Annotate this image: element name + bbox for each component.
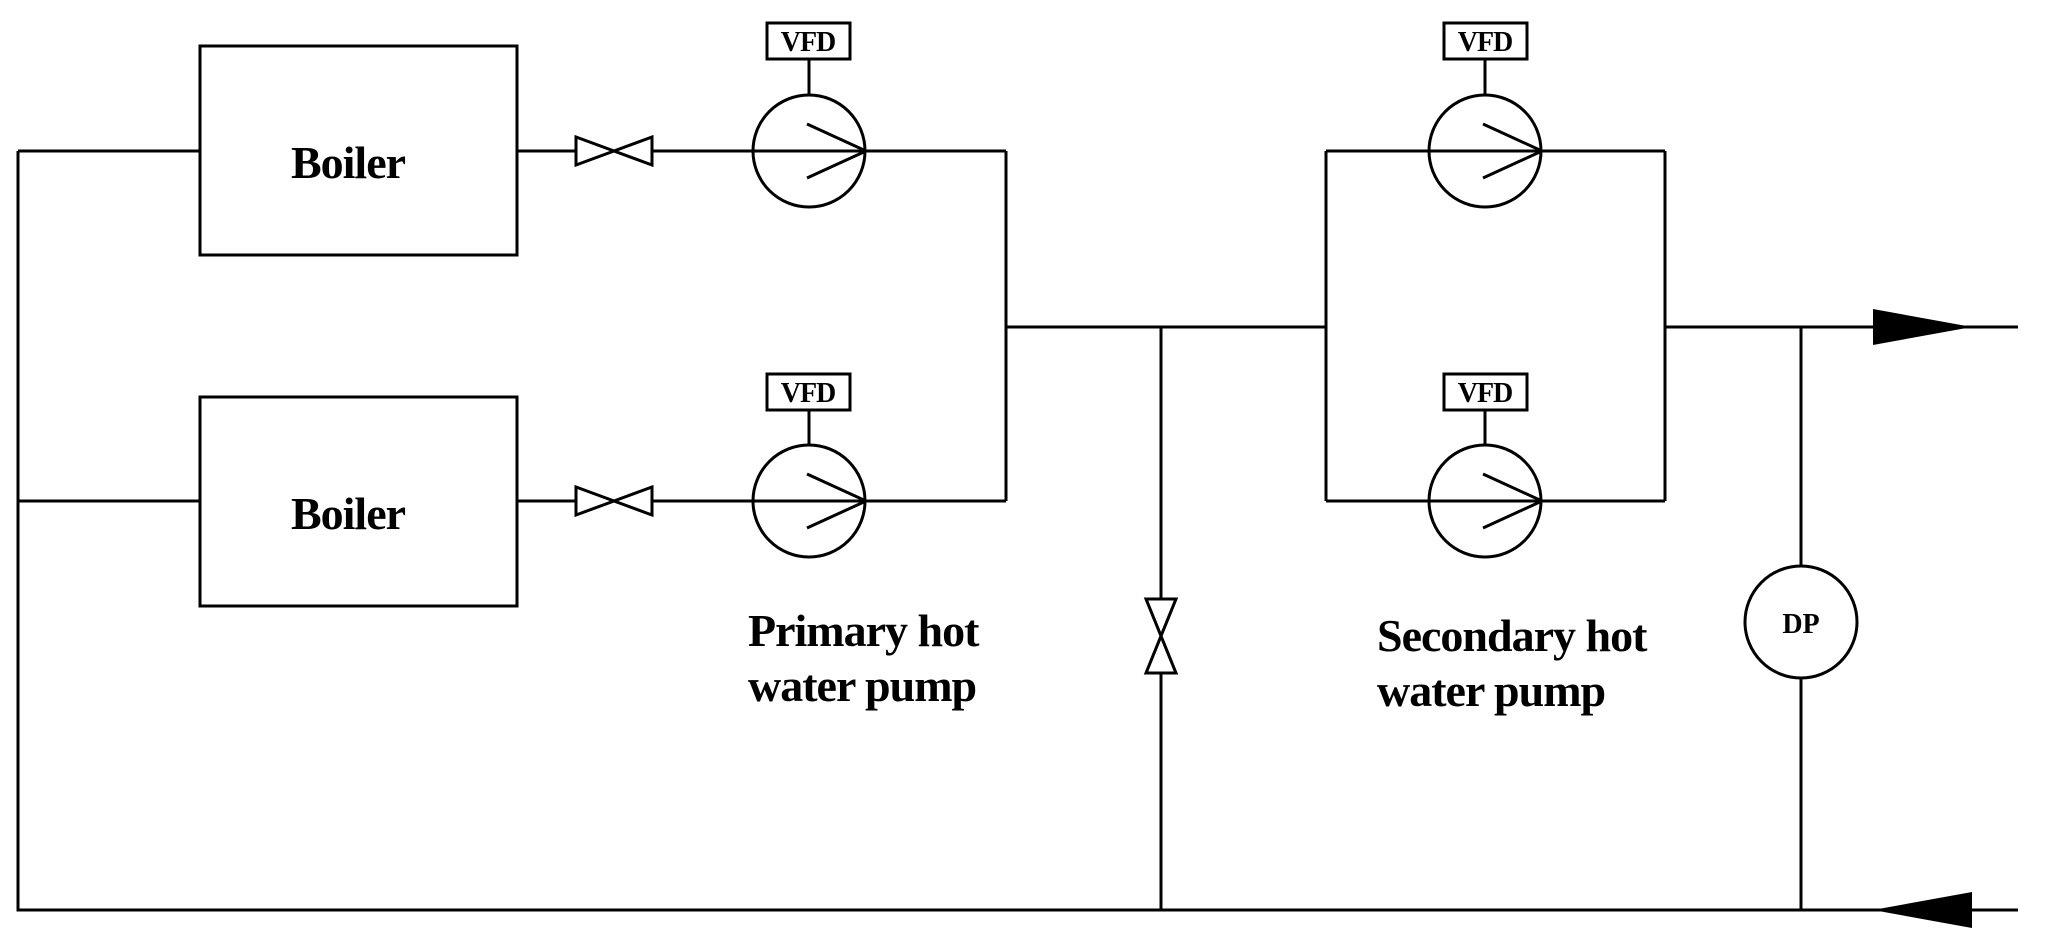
- vfd-secondary-2: [1442, 372, 1529, 412]
- vfd-primary-2-label: VFD: [781, 378, 836, 409]
- primary-pump-1-icon: [751, 93, 870, 209]
- secondary-pump-caption-line-2: water pump: [1377, 665, 1605, 716]
- boiler-2-label: Boiler: [291, 488, 406, 539]
- bypass-valve-icon: [1143, 597, 1179, 675]
- vfd-secondary-1-label: VFD: [1458, 27, 1513, 58]
- valve-2-icon: [574, 484, 654, 518]
- dp-label: DP: [1782, 609, 1819, 640]
- return-arrow-icon: [1873, 892, 1972, 928]
- secondary-pump-caption-line-1: Secondary hot: [1377, 610, 1648, 661]
- dp-sensor-icon: [1743, 564, 1859, 680]
- primary-pump-caption-line-1: Primary hot: [748, 605, 980, 656]
- vfd-primary-1: [765, 21, 852, 61]
- return-main-pipe: [16, 151, 2018, 912]
- vfd-primary-2: [765, 372, 852, 412]
- valve-1-icon: [574, 134, 654, 168]
- boiler-1: [198, 44, 519, 257]
- primary-pump-2-icon: [751, 443, 870, 559]
- vfd-primary-1-label: VFD: [781, 27, 836, 58]
- primary-pump-caption-line-2: water pump: [748, 660, 976, 711]
- boiler-1-label: Boiler: [291, 137, 406, 188]
- secondary-pump-2-icon: [1427, 443, 1546, 559]
- vfd-secondary-2-label: VFD: [1458, 378, 1513, 409]
- supply-arrow-icon: [1873, 309, 1972, 345]
- secondary-pump-1-icon: [1427, 93, 1546, 209]
- boiler-2: [198, 395, 519, 608]
